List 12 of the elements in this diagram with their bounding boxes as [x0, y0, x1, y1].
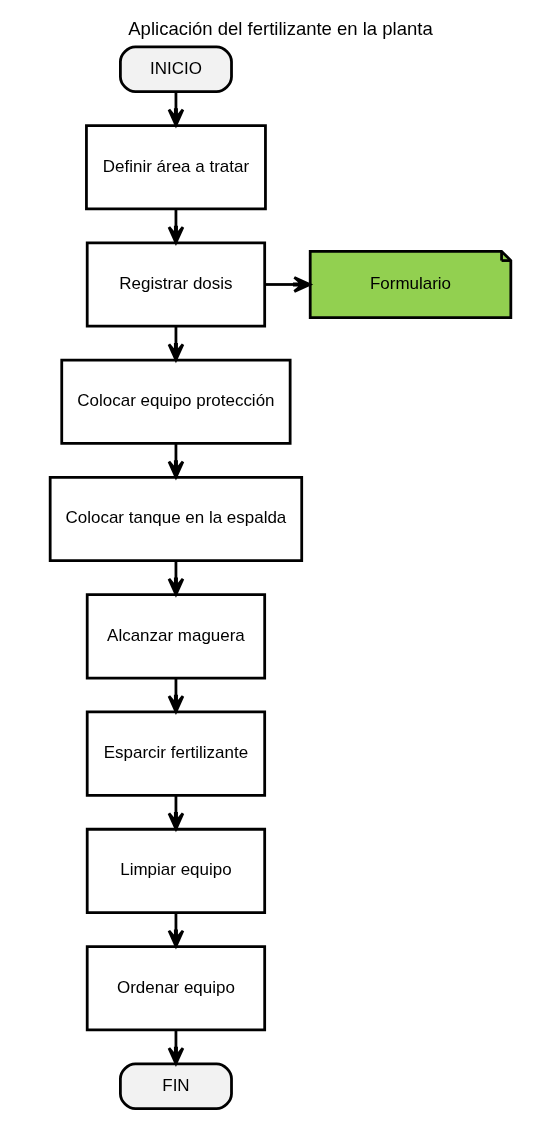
- diagram-title: Aplicación del fertilizante en la planta: [127, 18, 433, 40]
- arrow: [264, 276, 311, 293]
- node-box: INICIO: [118, 45, 233, 93]
- node-box: Colocar equipo protección: [59, 358, 292, 445]
- node-box: Registrar dosis: [85, 241, 266, 328]
- node-box: Esparcir fertilizante: [85, 710, 266, 797]
- node-box: Limpiar equipo: [85, 827, 266, 914]
- node-box: Ordenar equipo: [85, 945, 266, 1032]
- node-box: Alcanzar maguera: [85, 593, 266, 680]
- node-box: Definir área a tratar: [84, 124, 267, 211]
- node-box: FIN: [118, 1062, 233, 1110]
- node-box: Colocar tanque en la espalda: [48, 476, 303, 563]
